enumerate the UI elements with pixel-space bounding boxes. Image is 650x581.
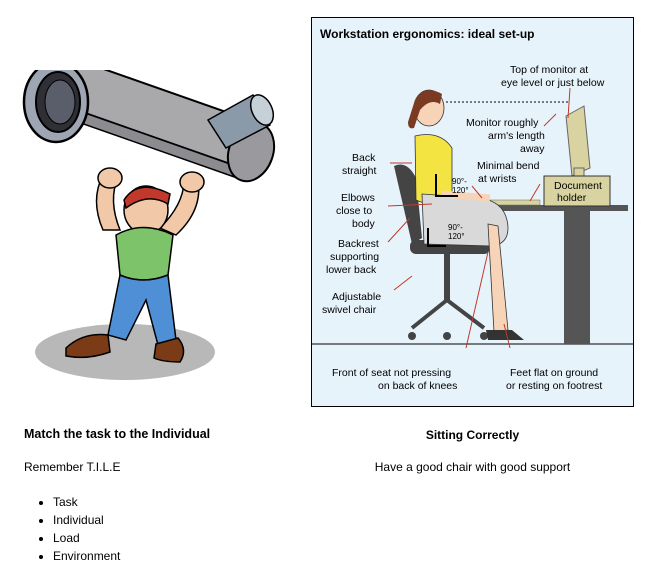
list-item: Load (53, 529, 120, 547)
label-seat-front: Front of seat not pressing on back of kn… (332, 367, 457, 392)
label-elbows: Elbows close to body (336, 192, 378, 230)
list-item: Task (53, 493, 120, 511)
ergonomics-figure: Workstation ergonomics: ideal set-up (312, 27, 633, 392)
label-backrest: Backrest supporting lower back (326, 238, 382, 276)
angle-label-arm-2: 120° (452, 186, 469, 195)
workstation-ergonomics-diagram: Workstation ergonomics: ideal set-up (311, 17, 634, 407)
label-swivel-chair: Adjustable swivel chair (322, 291, 384, 316)
label-feet: Feet flat on ground or resting on footre… (506, 367, 602, 392)
tile-heading: Match the task to the Individual (24, 427, 211, 441)
sitting-heading: Sitting Correctly (425, 428, 520, 442)
tile-reminder: Remember T.I.L.E (24, 460, 121, 474)
tile-list: Task Individual Load Environment (24, 493, 120, 565)
label-back-straight: Back straight (342, 152, 378, 177)
sitting-advice: Have a good chair with good support (374, 460, 571, 474)
label-wrists: Minimal bend at wrists (477, 160, 542, 185)
diagram-title: Workstation ergonomics: ideal set-up (320, 27, 534, 41)
angle-label-hip-2: 120° (448, 232, 465, 241)
label-document-holder: Document holder (554, 180, 605, 204)
label-monitor-distance: Monitor roughly arm's length away (466, 117, 548, 155)
list-item: Individual (53, 511, 120, 529)
man-lifting-pipe-illustration (22, 70, 276, 380)
label-monitor-top: Top of monitor at eye level or just belo… (501, 64, 605, 89)
angle-label-hip-1: 90°- (448, 223, 463, 232)
list-item: Environment (53, 547, 120, 565)
angle-label-arm-1: 90°- (452, 177, 467, 186)
